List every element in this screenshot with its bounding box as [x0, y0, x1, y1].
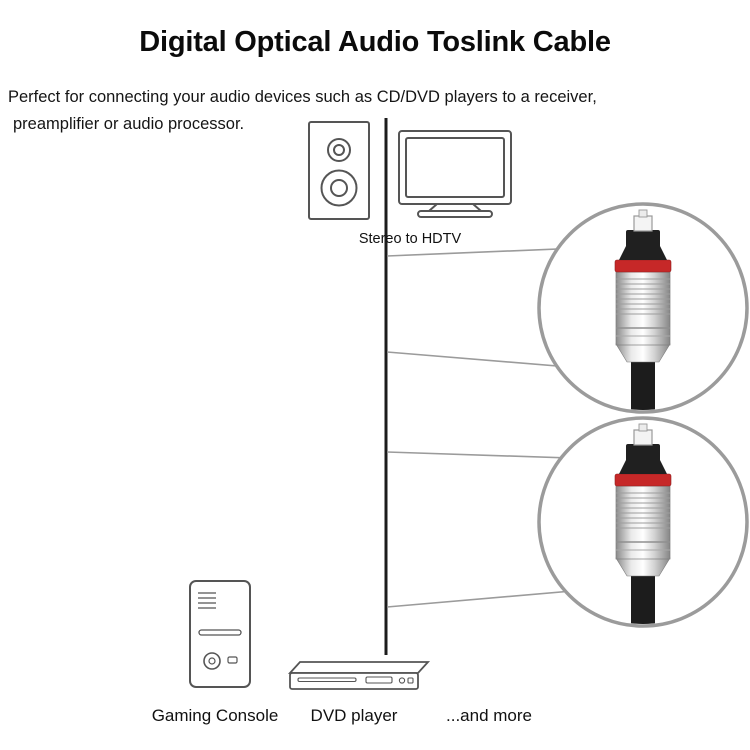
- page-title: Digital Optical Audio Toslink Cable: [139, 26, 611, 58]
- gaming-console-icon: [189, 580, 251, 688]
- magnifier-callout-bottom: [537, 416, 749, 628]
- label-dvd-player: DVD player: [310, 706, 398, 725]
- magnifier-callout-top: [537, 202, 749, 414]
- label-stereo-to-hdtv: Stereo to HDTV: [358, 231, 462, 247]
- label-gaming-console: Gaming Console: [151, 706, 279, 725]
- description-line-1: Perfect for connecting your audio device…: [8, 88, 597, 106]
- description-line-2: preamplifier or audio processor.: [13, 115, 245, 134]
- hdtv-icon: [398, 130, 512, 218]
- description: Perfect for connecting your audio device…: [8, 84, 728, 138]
- label-and-more: ...and more: [446, 706, 532, 725]
- stereo-speaker-icon: [308, 121, 370, 220]
- dvd-player-icon: [287, 661, 431, 690]
